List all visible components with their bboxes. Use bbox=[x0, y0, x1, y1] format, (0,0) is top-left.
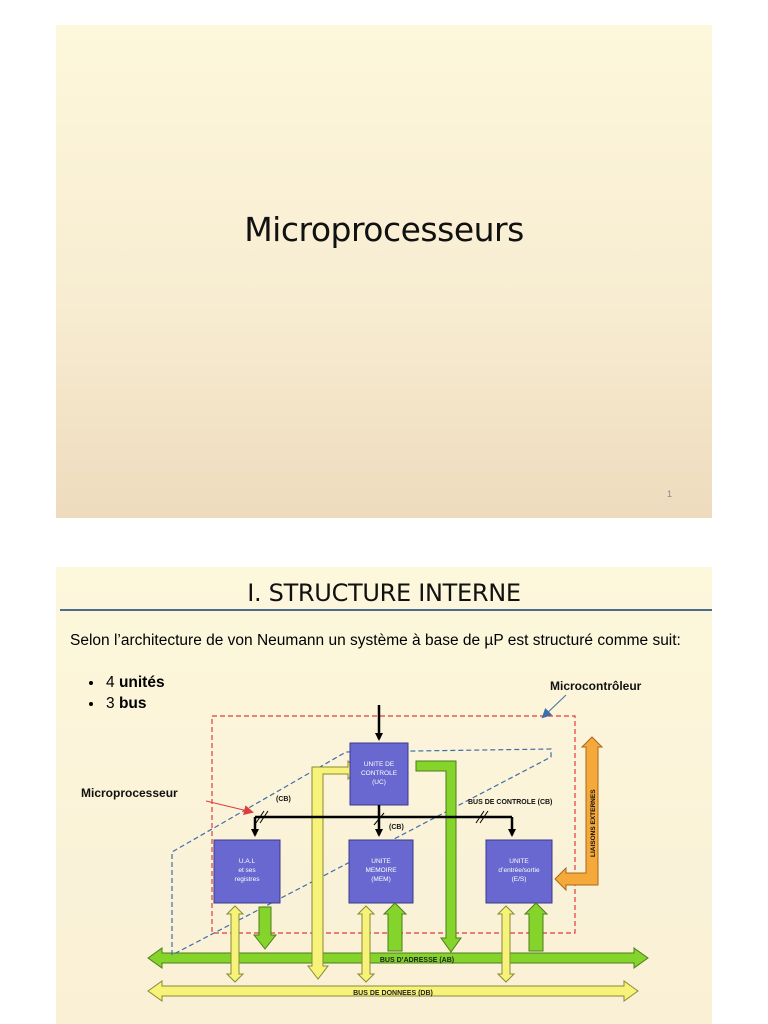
alu-address-link bbox=[252, 906, 278, 950]
cb-label-left: (CB) bbox=[276, 796, 291, 803]
memory-line2: MEMOIRE bbox=[365, 867, 397, 874]
io-line2: d’entrée/sortie bbox=[498, 867, 540, 874]
control-bus-label: BUS DE CONTROLE (CB) bbox=[468, 799, 552, 806]
microprocessor-label: Microprocesseur bbox=[81, 786, 178, 800]
alu-data-link bbox=[225, 905, 245, 983]
architecture-diagram: BUS DE DONNEES (DB) BUS D’ADRESSE (AB) M… bbox=[81, 679, 649, 1002]
bullet-item: 4 unités bbox=[86, 672, 165, 693]
external-links-label: LIAISONS EXTERNES bbox=[590, 789, 597, 857]
bullet-item: 3 bus bbox=[86, 693, 165, 714]
microcontroller-label: Microcontrôleur bbox=[550, 679, 642, 693]
bullet-list: 4 unités 3 bus bbox=[86, 672, 165, 714]
slide-title: I. STRUCTURE INTERNE bbox=[247, 579, 521, 607]
external-links-arrow bbox=[554, 736, 604, 892]
memory-unit bbox=[348, 839, 414, 904]
memory-address-link bbox=[382, 902, 408, 952]
io-line3: (E/S) bbox=[512, 876, 527, 883]
memory-line3: (MEM) bbox=[371, 876, 391, 883]
data-bus-label: BUS DE DONNEES (DB) bbox=[353, 990, 433, 997]
bus-slash bbox=[259, 810, 269, 824]
bullet-count: 3 bbox=[106, 695, 115, 712]
microprocessor-pointer bbox=[205, 800, 254, 816]
title-underline bbox=[60, 609, 712, 611]
io-data-link bbox=[496, 905, 516, 983]
bullet-term: unités bbox=[118, 674, 165, 691]
control-unit-line3: (UC) bbox=[372, 779, 386, 786]
address-bus bbox=[147, 947, 649, 969]
bus-slash bbox=[255, 810, 265, 824]
microprocessor-boundary bbox=[171, 748, 552, 956]
memory-line1: UNITE bbox=[371, 858, 391, 865]
address-bus-label: BUS D’ADRESSE (AB) bbox=[380, 957, 454, 964]
io-address-link bbox=[523, 902, 549, 952]
alu-line2: et ses bbox=[238, 867, 256, 874]
data-bus bbox=[147, 980, 639, 1002]
bullet-count: 4 bbox=[106, 674, 115, 691]
control-unit-line1: UNITE DE bbox=[364, 761, 395, 768]
microcontroller-pointer bbox=[541, 694, 567, 719]
intro-text: Selon l’architecture de von Neumann un s… bbox=[70, 632, 681, 649]
control-unit-line2: CONTROLE bbox=[361, 770, 398, 777]
alu-unit bbox=[213, 839, 281, 904]
io-unit bbox=[485, 839, 553, 904]
io-line1: UNITE bbox=[509, 858, 529, 865]
memory-data-link bbox=[356, 905, 376, 983]
slide-title: Microprocesseurs bbox=[244, 210, 524, 249]
uc-address-link bbox=[415, 760, 462, 953]
page-number: 1 bbox=[666, 489, 672, 499]
bus-slash bbox=[475, 810, 485, 824]
title-slide: Microprocesseurs 1 bbox=[56, 25, 712, 518]
alu-line1: U.A.L bbox=[239, 858, 256, 865]
bus-slash bbox=[479, 810, 489, 824]
bus-slash bbox=[373, 812, 385, 826]
bullet-term: bus bbox=[118, 695, 147, 712]
alu-line3: registres bbox=[235, 876, 261, 883]
cb-label-center: (CB) bbox=[389, 824, 404, 831]
structure-slide: I. STRUCTURE INTERNE Selon l’architectur… bbox=[56, 567, 712, 1024]
